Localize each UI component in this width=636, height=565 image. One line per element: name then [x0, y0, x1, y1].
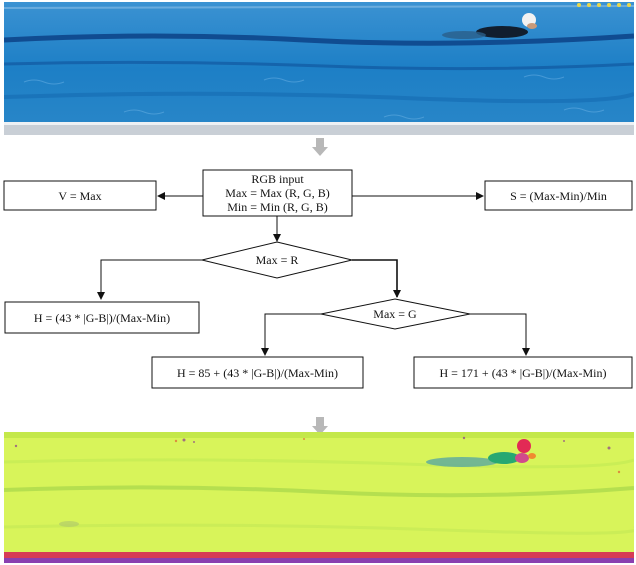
hsv-pool-image — [4, 432, 634, 563]
arrow-to-decision-g — [352, 259, 401, 298]
swimmer — [426, 439, 536, 467]
svg-text:Max = Max (R, G, B): Max = Max (R, G, B) — [225, 186, 329, 200]
h-box-max-b: H = 171 + (43 * |G-B|)/(Max-Min) — [413, 356, 633, 389]
svg-text:H = 171 + (43 * |G-B|)/(Max-Mi: H = 171 + (43 * |G-B|)/(Max-Min) — [440, 366, 607, 380]
svg-text:Max = R: Max = R — [256, 253, 299, 267]
arrow-to-h-r — [97, 259, 202, 300]
rgb-pool-image — [4, 2, 634, 135]
arrow-to-h-g — [261, 313, 321, 356]
h-box-max-r: H = (43 * |G-B|)/(Max-Min) — [4, 301, 200, 334]
s-box: S = (Max-Min)/Min — [484, 180, 633, 211]
arrow-to-h-b — [470, 313, 530, 356]
svg-text:Min = Min (R, G, B): Min = Min (R, G, B) — [227, 200, 327, 214]
svg-text:H = (43 * |G-B|)/(Max-Min): H = (43 * |G-B|)/(Max-Min) — [34, 311, 170, 325]
svg-text:Max = G: Max = G — [373, 307, 417, 321]
svg-text:V = Max: V = Max — [58, 189, 101, 203]
h-box-max-g: H = 85 + (43 * |G-B|)/(Max-Min) — [151, 356, 364, 389]
down-arrow-icon — [312, 417, 328, 435]
decision-max-g: Max = G — [320, 298, 471, 330]
swimmer — [442, 13, 537, 39]
down-arrow-icon — [312, 138, 328, 156]
svg-text:RGB input: RGB input — [251, 172, 304, 186]
svg-text:S = (Max-Min)/Min: S = (Max-Min)/Min — [510, 189, 607, 203]
v-box: V = Max — [3, 180, 157, 211]
hsv-conversion-flowchart: RGB input Max = Max (R, G, B) Min = Min … — [0, 160, 636, 400]
rgb-input-box: RGB input Max = Max (R, G, B) Min = Min … — [202, 169, 353, 217]
svg-text:H = 85 + (43 * |G-B|)/(Max-Min: H = 85 + (43 * |G-B|)/(Max-Min) — [177, 366, 338, 380]
decision-max-r: Max = R — [201, 241, 353, 279]
